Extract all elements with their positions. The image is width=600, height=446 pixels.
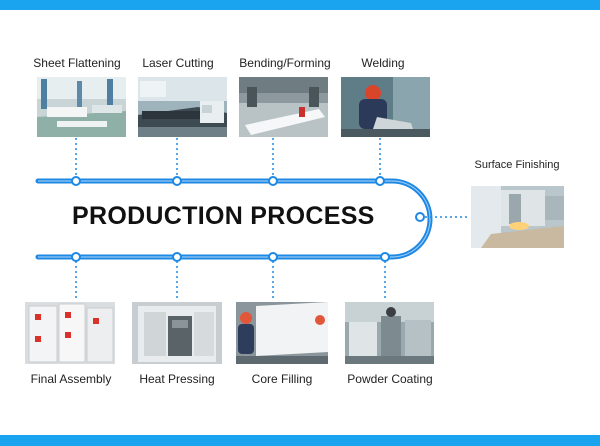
step-label: Welding [361,56,405,70]
coating-line-photo [345,302,434,364]
bottom-accent-bar [0,435,600,446]
step-label: Sheet Flattening [33,56,121,70]
grinding-photo [471,186,564,248]
step-label: Final Assembly [30,372,112,386]
step-label: Bending/Forming [239,56,331,70]
step-label: Heat Pressing [139,372,215,386]
press-machine-photo [132,302,222,364]
panels-photo [25,302,115,364]
panel-workers-photo [236,302,328,364]
node-dot [172,252,182,262]
node-dot [268,176,278,186]
step-label: Laser Cutting [142,56,214,70]
node-dot [380,252,390,262]
laser-machine-photo [138,77,227,137]
node-dot [415,212,425,222]
factory-floor-photo [37,77,126,137]
diagram-title: PRODUCTION PROCESS [72,202,375,230]
node-dot [71,176,81,186]
node-dot [268,252,278,262]
step-label: Surface Finishing [474,159,560,171]
node-dot [172,176,182,186]
welder-photo [341,77,430,137]
node-dot [71,252,81,262]
step-label: Powder Coating [347,372,433,386]
node-dot [375,176,385,186]
top-accent-bar [0,0,600,10]
press-brake-photo [239,77,328,137]
step-label: Core Filling [251,372,313,386]
